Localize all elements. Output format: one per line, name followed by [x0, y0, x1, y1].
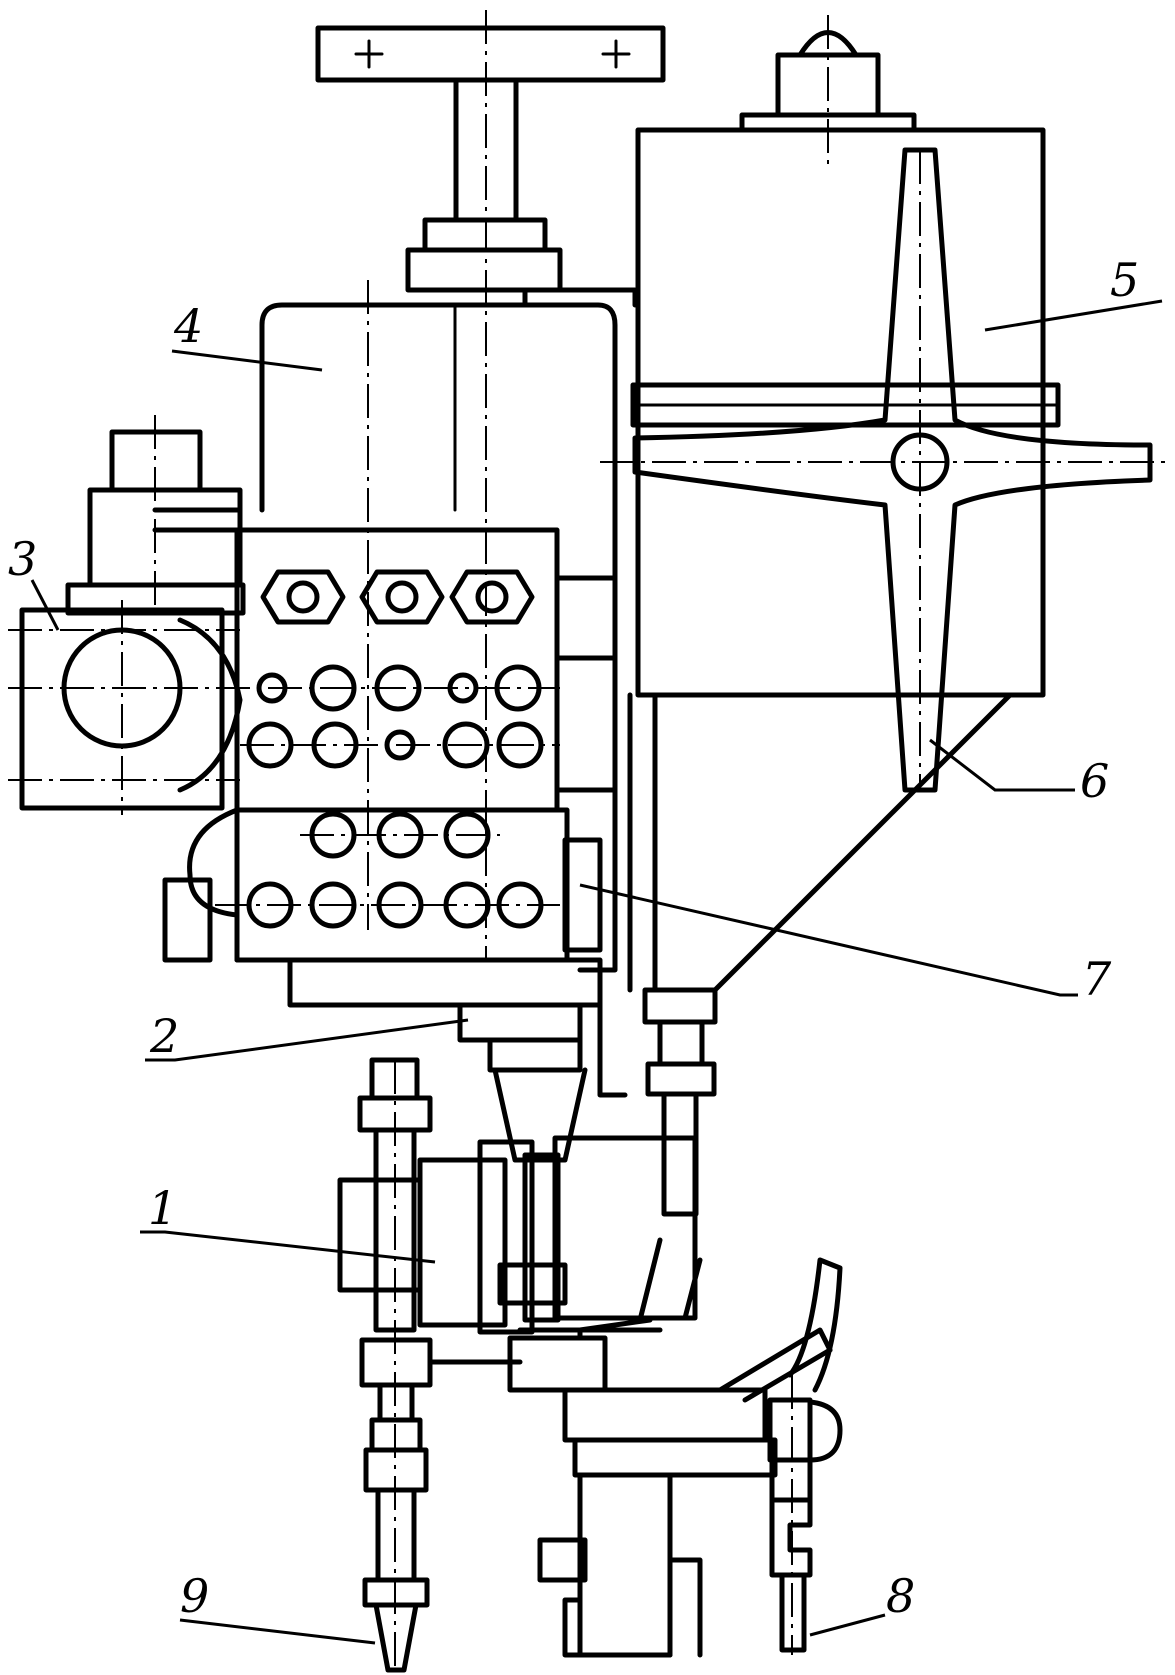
feed-rollers: [246, 569, 544, 929]
callout-1: 1: [148, 1181, 177, 1235]
cutting-torch-9: [357, 1057, 523, 1673]
callout-3: 3: [8, 532, 37, 586]
centre-lines: [8, 10, 1165, 1670]
callout-8: 8: [886, 1569, 915, 1623]
callout-6: 6: [1080, 754, 1109, 808]
feed-gearbox-7: [162, 527, 618, 1008]
callout-2: 2: [149, 1009, 179, 1063]
wire-nozzle-8: [767, 1257, 843, 1653]
callout-4: 4: [173, 299, 203, 353]
callout-7: 7: [1082, 952, 1112, 1006]
callout-5: 5: [1110, 253, 1139, 307]
side-gearbox-3: [19, 429, 246, 811]
top-handwheel: [315, 25, 666, 293]
callout-9: 9: [180, 1569, 209, 1623]
wire-feed-guide: [627, 692, 1013, 1217]
leader-lines: [30, 299, 1163, 1645]
motor-housing-4: [259, 287, 638, 863]
wire-reel-box-5: [630, 30, 1061, 698]
